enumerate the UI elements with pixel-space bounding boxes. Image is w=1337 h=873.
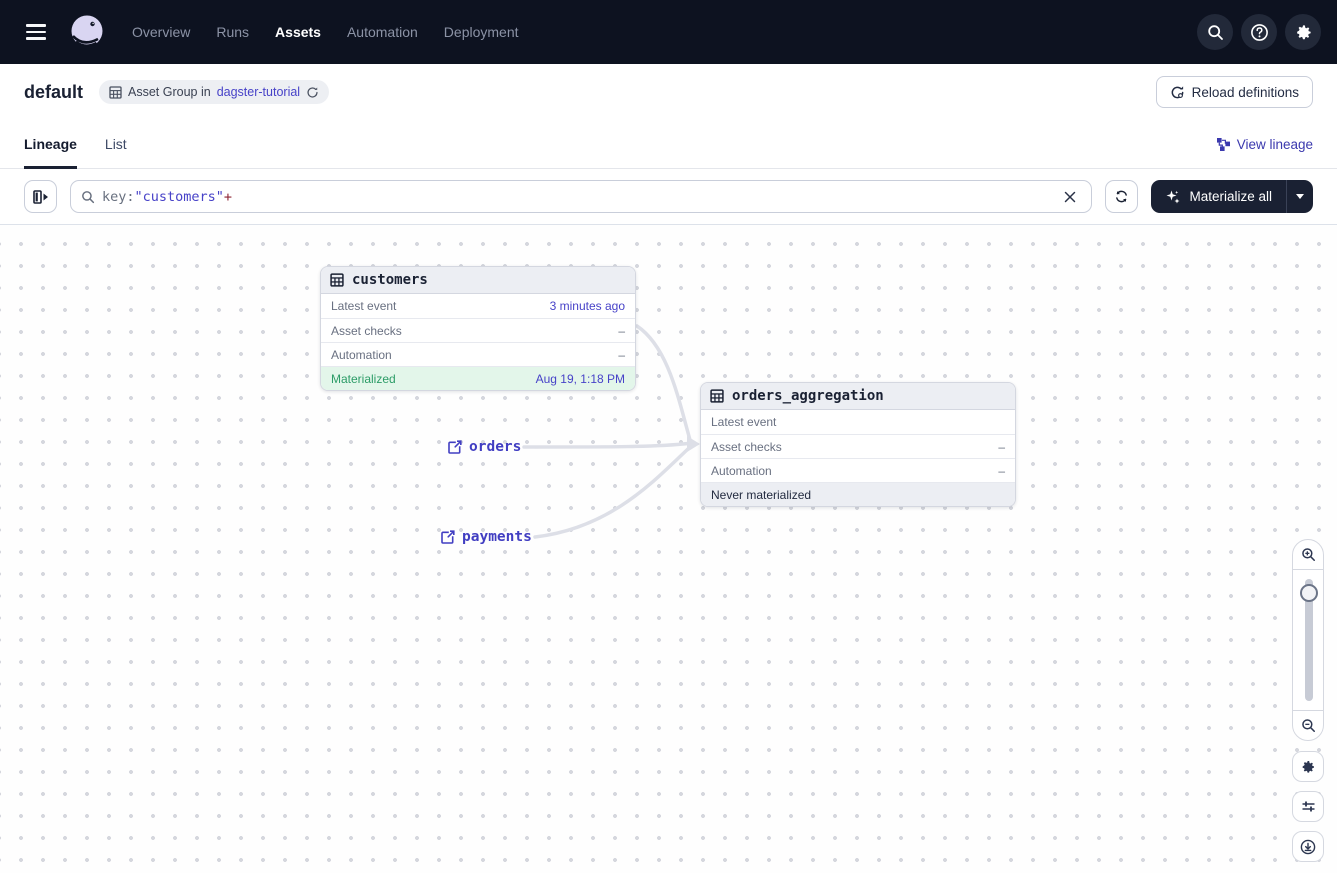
search-icon: [1207, 24, 1223, 40]
nav-item-automation[interactable]: Automation: [346, 24, 418, 40]
asset-group-badge: Asset Group in dagster-tutorial: [99, 80, 330, 104]
sliders-icon: [1302, 801, 1314, 812]
view-lineage-link[interactable]: View lineage: [1216, 120, 1313, 168]
zoom-out-icon: [1301, 719, 1315, 732]
asset-name: orders_aggregation: [732, 388, 884, 404]
materialize-all-label: Materialize all: [1189, 189, 1272, 204]
view-lineage-label: View lineage: [1236, 136, 1313, 152]
refresh-icon: [1116, 190, 1128, 203]
search-button[interactable]: [1197, 14, 1233, 50]
reload-definitions-label: Reload definitions: [1191, 84, 1299, 100]
zoom-slider-handle[interactable]: [1300, 584, 1318, 602]
lineage-toolbar: key:"customers"+ Materialize all: [0, 169, 1337, 224]
asset-node-header: customers: [321, 267, 635, 294]
edge-arrowhead: [687, 436, 700, 452]
nav-item-deployment[interactable]: Deployment: [443, 24, 519, 40]
asset-name: customers: [352, 272, 428, 288]
node-status-row: Materialized Aug 19, 1:18 PM: [321, 366, 635, 390]
help-icon: [1250, 23, 1268, 41]
materialize-split-button: Materialize all: [1151, 180, 1313, 213]
latest-event-link[interactable]: 3 minutes ago: [549, 299, 625, 313]
asset-node-customers[interactable]: customers Latest event 3 minutes ago Ass…: [320, 266, 636, 391]
search-token-key: key:: [102, 188, 135, 205]
settings-button[interactable]: [1285, 14, 1321, 50]
reload-definitions-button[interactable]: Reload definitions: [1155, 76, 1313, 108]
external-asset-orders[interactable]: orders: [448, 437, 521, 457]
external-asset-payments[interactable]: payments: [441, 527, 532, 547]
chevron-down-icon: [1296, 194, 1304, 199]
code-location-link[interactable]: dagster-tutorial: [216, 85, 301, 99]
zoom-out-button[interactable]: [1293, 710, 1323, 740]
external-asset-label: payments: [462, 529, 532, 545]
hamburger-menu-button[interactable]: [18, 14, 54, 50]
materialized-date-link[interactable]: Aug 19, 1:18 PM: [535, 371, 625, 386]
node-row-automation: Automation –: [321, 342, 635, 366]
nav-item-runs[interactable]: Runs: [216, 24, 250, 40]
materialize-dropdown-button[interactable]: [1286, 180, 1313, 213]
tab-list[interactable]: List: [104, 136, 127, 152]
page-header: default Asset Group in dagster-tutorial …: [0, 64, 1337, 120]
asset-search-input[interactable]: key:"customers"+: [70, 180, 1093, 213]
sparkle-icon: [1166, 190, 1180, 203]
external-link-icon: [441, 530, 455, 544]
zoom-slider[interactable]: [1293, 570, 1323, 710]
lineage-edges: [522, 324, 700, 539]
arrow-down-circle-icon: [1300, 839, 1316, 854]
status-badge: Materialized: [331, 371, 396, 386]
node-row-asset-checks: Asset checks –: [701, 434, 1015, 458]
search-icon: [82, 190, 95, 203]
table-icon: [109, 85, 122, 99]
help-button[interactable]: [1241, 14, 1277, 50]
tab-lineage[interactable]: Lineage: [24, 120, 77, 169]
top-nav-bar: Overview Runs Assets Automation Deployme…: [0, 0, 1337, 64]
lineage-canvas[interactable]: customers Latest event 3 minutes ago Ass…: [0, 224, 1337, 873]
badge-refresh-icon[interactable]: [306, 86, 319, 99]
panel-toggle-button[interactable]: [24, 180, 57, 213]
node-row-asset-checks: Asset checks –: [321, 318, 635, 342]
panel-expand-icon: [32, 189, 48, 204]
primary-nav: Overview Runs Assets Automation Deployme…: [132, 24, 519, 40]
zoom-slider-track: [1305, 579, 1313, 701]
tabs-bar: Lineage List View lineage: [0, 120, 1337, 169]
lineage-icon: [1216, 137, 1230, 151]
page-title: default: [24, 81, 84, 102]
asset-node-orders-aggregation[interactable]: orders_aggregation Latest event Asset ch…: [700, 382, 1016, 507]
gear-icon: [1296, 24, 1311, 39]
graph-filters-button[interactable]: [1292, 791, 1324, 822]
refresh-graph-button[interactable]: [1105, 180, 1139, 213]
node-row-latest-event: Latest event: [711, 415, 777, 429]
status-badge: Never materialized: [711, 487, 812, 502]
search-token-value: "customers": [134, 188, 224, 205]
clear-search-button[interactable]: [1059, 186, 1081, 208]
node-row-automation: Automation –: [701, 458, 1015, 482]
nav-item-overview[interactable]: Overview: [132, 24, 191, 40]
external-asset-label: orders: [469, 439, 522, 455]
zoom-in-button[interactable]: [1293, 540, 1323, 570]
zoom-control-panel: [1292, 539, 1324, 741]
table-icon: [330, 273, 344, 287]
nav-item-assets[interactable]: Assets: [275, 24, 321, 40]
materialize-all-button[interactable]: Materialize all: [1151, 180, 1286, 213]
asset-node-header: orders_aggregation: [701, 383, 1015, 410]
node-row-latest-event: Latest event 3 minutes ago: [331, 299, 625, 313]
node-status-row: Never materialized: [701, 482, 1015, 506]
zoom-in-icon: [1301, 548, 1315, 561]
gear-icon: [1302, 760, 1314, 773]
table-icon: [710, 389, 724, 403]
dagster-logo[interactable]: [68, 13, 106, 51]
recenter-view-button[interactable]: [1292, 831, 1324, 862]
reload-icon: [1171, 85, 1184, 98]
external-link-icon: [448, 440, 462, 454]
close-icon: [1065, 191, 1076, 202]
badge-text: Asset Group in: [128, 85, 211, 99]
search-token-op: +: [223, 188, 233, 205]
menu-icon: [26, 24, 46, 27]
graph-settings-button[interactable]: [1292, 751, 1324, 782]
